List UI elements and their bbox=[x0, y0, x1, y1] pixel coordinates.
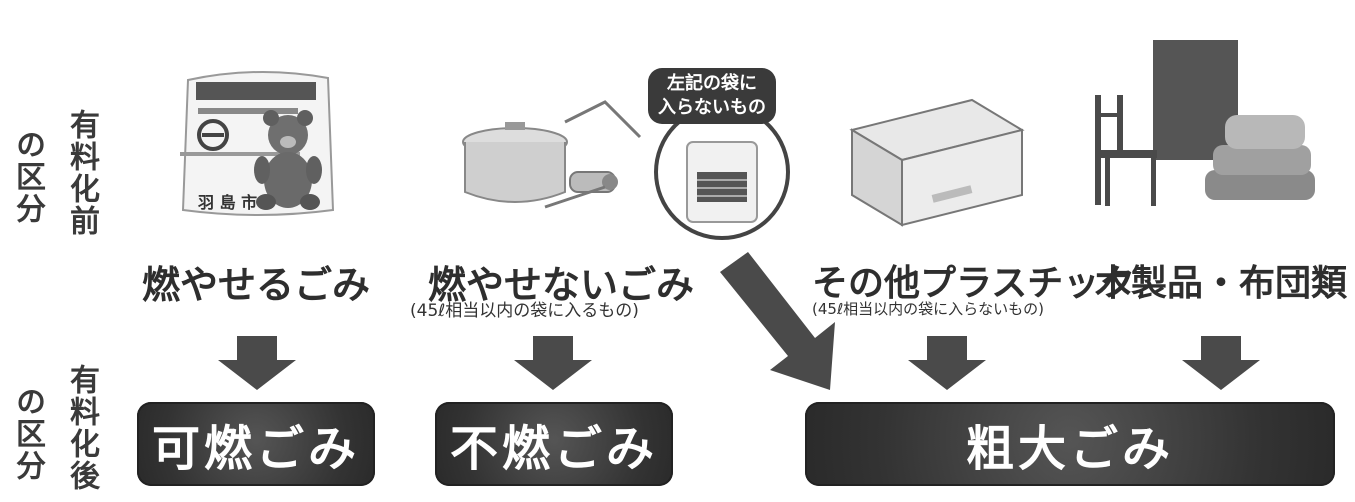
category-other-plastic-note: (45ℓ相当以内の袋に入らないもの) bbox=[812, 300, 1044, 318]
category-other-plastic: その他プラスチック bbox=[812, 263, 1136, 304]
category-non-burnable-note: (45ℓ相当以内の袋に入るもの) bbox=[410, 301, 639, 321]
after-label: 有料化後 の区分 bbox=[8, 362, 108, 502]
result-oversized-label: 粗大ごみ bbox=[965, 421, 1174, 477]
category-burnable: 燃やせるごみ bbox=[142, 263, 371, 307]
bag-city-text: 羽 島 市 bbox=[198, 193, 257, 212]
category-wood-futon: 木製品・布団類 bbox=[1095, 263, 1348, 304]
arrow-down-icon bbox=[908, 336, 986, 390]
before-label: 有料化前 の区分 bbox=[8, 105, 108, 245]
before-label-col2: の区分 bbox=[10, 129, 45, 225]
arrow-down-icon bbox=[514, 336, 592, 390]
before-label-col1: 有料化前 bbox=[64, 109, 99, 237]
non-burnable-garbage-picture bbox=[462, 100, 642, 209]
result-burnable-label: 可燃ごみ bbox=[151, 421, 360, 477]
plastic-container-picture bbox=[849, 98, 1025, 227]
category-non-burnable: 燃やせないごみ bbox=[428, 263, 695, 307]
result-non-burnable-label: 不燃ごみ bbox=[449, 421, 658, 477]
result-burnable-box: 可燃ごみ bbox=[137, 402, 375, 486]
furniture-futon-picture bbox=[1095, 40, 1315, 206]
oversize-callout-line1: 左記の袋に bbox=[667, 73, 757, 94]
after-label-col2: の区分 bbox=[10, 386, 45, 482]
oversize-callout: 左記の袋に 入らないもの bbox=[648, 68, 776, 124]
arrow-down-icon bbox=[218, 336, 296, 390]
burnable-garbage-picture: 羽 島 市 bbox=[180, 71, 335, 216]
heater-in-circle-picture bbox=[654, 104, 790, 240]
result-oversized-box: 粗大ごみ bbox=[805, 402, 1335, 486]
arrow-down-icon bbox=[1182, 336, 1260, 390]
after-label-col1: 有料化後 bbox=[64, 364, 99, 492]
arrow-diagonal-icon bbox=[720, 252, 835, 390]
result-non-burnable-box: 不燃ごみ bbox=[435, 402, 673, 486]
oversize-callout-line2: 入らないもの bbox=[658, 97, 766, 118]
